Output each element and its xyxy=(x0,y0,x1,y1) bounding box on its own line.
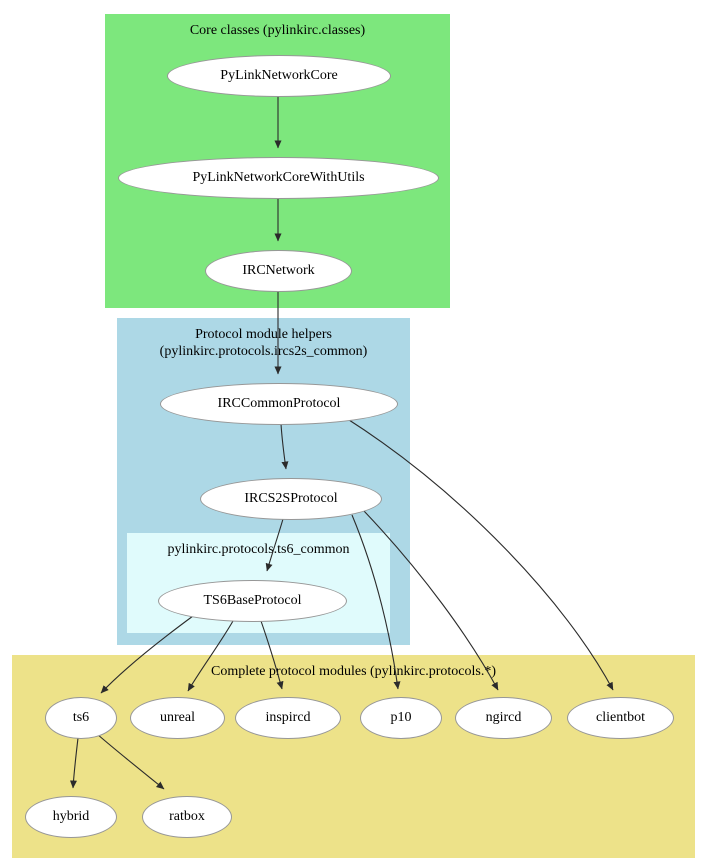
node-clientbot: clientbot xyxy=(567,697,674,739)
cluster-complete-title: Complete protocol modules (pylinkirc.pro… xyxy=(210,664,496,679)
node-pylinknetworkcore: PyLinkNetworkCore xyxy=(167,55,391,97)
node-inspircd: inspircd xyxy=(235,697,341,739)
cluster-core-title: Core classes (pylinkirc.classes) xyxy=(189,23,366,38)
node-irccommonprotocol: IRCCommonProtocol xyxy=(160,383,398,425)
cluster-ts6-common-title: pylinkirc.protocols.ts6_common xyxy=(167,542,350,557)
cluster-helpers-title-line2: (pylinkirc.protocols.ircs2s_common) xyxy=(159,344,368,359)
node-ircnetwork: IRCNetwork xyxy=(205,250,352,292)
node-unreal: unreal xyxy=(130,697,225,739)
node-pylinknetworkcorewithutils: PyLinkNetworkCoreWithUtils xyxy=(118,157,439,199)
cluster-helpers-title: Protocol module helpers (pylinkirc.proto… xyxy=(117,318,410,360)
node-ts6baseprotocol: TS6BaseProtocol xyxy=(158,580,347,622)
node-ngircd: ngircd xyxy=(455,697,552,739)
node-p10: p10 xyxy=(360,697,442,739)
node-ircs2sprotocol: IRCS2SProtocol xyxy=(200,478,382,520)
node-ts6: ts6 xyxy=(45,697,117,739)
node-ratbox: ratbox xyxy=(142,796,232,838)
cluster-helpers-title-line1: Protocol module helpers xyxy=(195,327,332,342)
cluster-complete-protocols: Complete protocol modules (pylinkirc.pro… xyxy=(12,655,695,858)
node-hybrid: hybrid xyxy=(25,796,117,838)
